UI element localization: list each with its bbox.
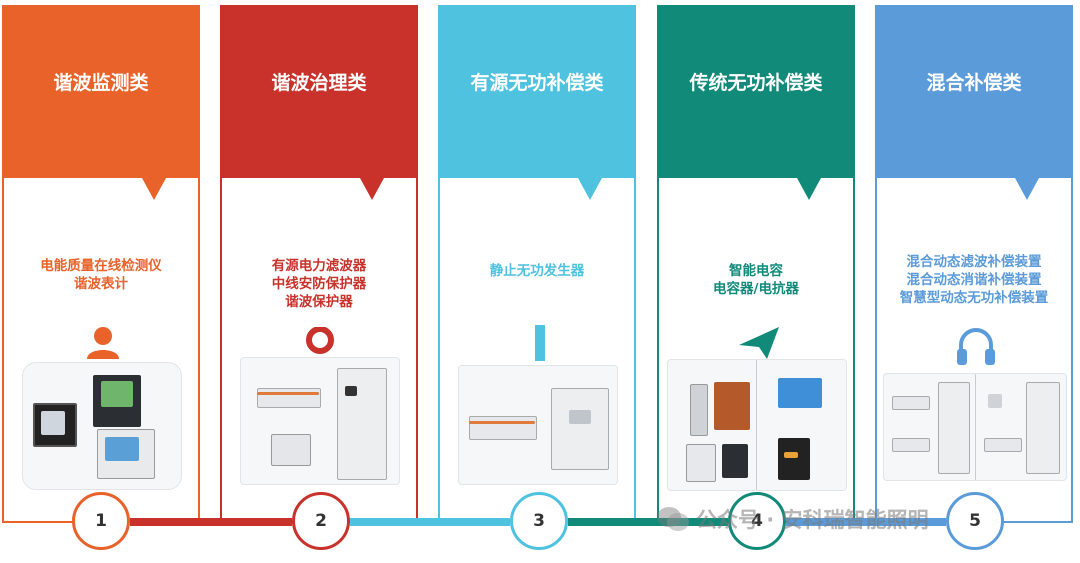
header-notch bbox=[578, 178, 602, 200]
card-header: 谐波治理类 bbox=[220, 5, 418, 178]
bar-icon bbox=[535, 325, 545, 361]
card-title: 有源无功补偿类 bbox=[470, 72, 604, 94]
card-title: 谐波监测类 bbox=[53, 72, 149, 94]
connector-1-2 bbox=[130, 518, 292, 526]
card-header: 混合补偿类 bbox=[875, 5, 1073, 178]
header-notch bbox=[797, 178, 821, 200]
card-description: 电能质量在线检测仪 谐波表计 bbox=[40, 258, 162, 292]
category-card-traditional-var-compensation[interactable]: 传统无功补偿类 智能电容 电容器/电抗器 bbox=[657, 5, 855, 523]
connector-4-5 bbox=[786, 518, 946, 526]
step-node-4: 4 bbox=[728, 492, 786, 550]
watermark-text: 公众号 · 安科瑞智能照明 bbox=[696, 508, 929, 532]
card-title: 混合补偿类 bbox=[926, 72, 1022, 94]
card-description: 智能电容 电容器/电抗器 bbox=[713, 263, 799, 297]
category-card-active-var-compensation[interactable]: 有源无功补偿类 静止无功发生器 bbox=[438, 5, 636, 523]
card-title: 谐波治理类 bbox=[271, 72, 367, 94]
product-photo bbox=[240, 357, 400, 485]
connector-2-3 bbox=[350, 518, 510, 526]
category-card-hybrid-compensation[interactable]: 混合补偿类 混合动态滤波补偿装置 混合动态消谐补偿装置 智慧型动态无功补偿装置 bbox=[875, 5, 1073, 523]
wechat-icon bbox=[657, 507, 689, 531]
card-header: 传统无功补偿类 bbox=[657, 5, 855, 178]
headphones-icon bbox=[957, 328, 995, 365]
product-photo bbox=[22, 362, 182, 490]
product-photo bbox=[458, 365, 618, 485]
step-node-3: 3 bbox=[510, 492, 568, 550]
paper-plane-icon bbox=[739, 327, 779, 359]
card-description: 混合动态滤波补偿装置 混合动态消谐补偿装置 智慧型动态无功补偿装置 bbox=[899, 254, 1049, 306]
connector-3-4 bbox=[568, 518, 728, 526]
product-photo bbox=[883, 373, 1067, 481]
header-notch bbox=[1015, 178, 1039, 200]
location-pin-icon bbox=[306, 327, 334, 354]
category-card-harmonic-treatment[interactable]: 谐波治理类 有源电力滤波器 中线安防保护器 谐波保护器 bbox=[220, 5, 418, 523]
card-header: 有源无功补偿类 bbox=[438, 5, 636, 178]
watermark: 公众号 · 安科瑞智能照明 bbox=[656, 502, 929, 536]
card-description: 静止无功发生器 bbox=[489, 263, 585, 279]
card-description: 有源电力滤波器 中线安防保护器 谐波保护器 bbox=[271, 258, 367, 310]
product-photo bbox=[667, 359, 847, 491]
step-node-1: 1 bbox=[72, 492, 130, 550]
step-node-2: 2 bbox=[292, 492, 350, 550]
person-icon bbox=[87, 327, 119, 359]
header-notch bbox=[142, 178, 166, 200]
header-notch bbox=[360, 178, 384, 200]
card-title: 传统无功补偿类 bbox=[689, 72, 823, 94]
step-node-5: 5 bbox=[946, 492, 1004, 550]
card-header: 谐波监测类 bbox=[2, 5, 200, 178]
category-card-harmonic-monitoring[interactable]: 谐波监测类 电能质量在线检测仪 谐波表计 bbox=[2, 5, 200, 523]
